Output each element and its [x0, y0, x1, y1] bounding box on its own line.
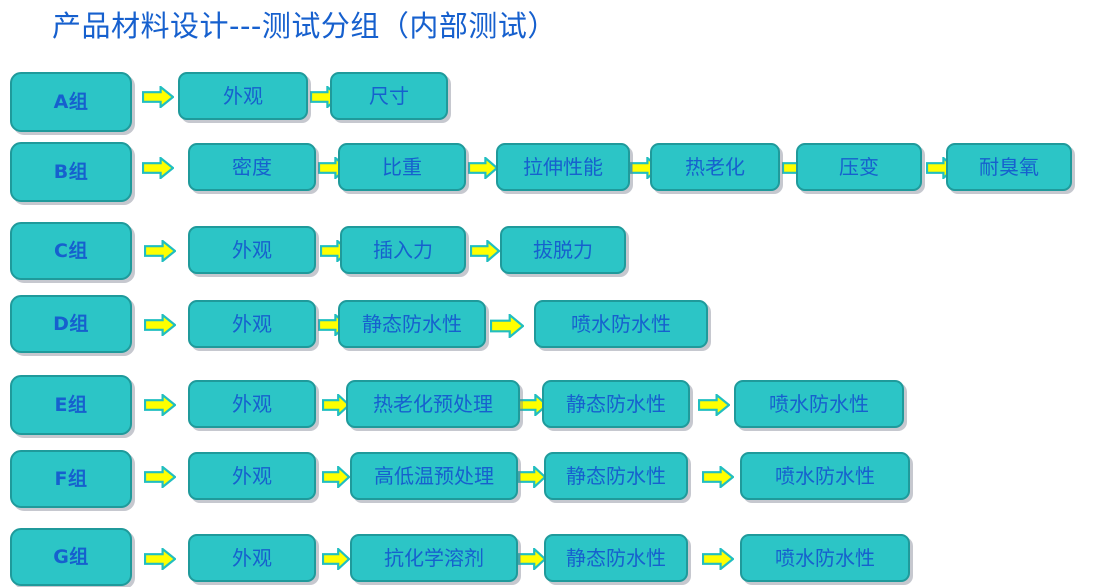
step-box[interactable]: 喷水防水性 — [740, 534, 910, 582]
step-box[interactable]: 高低温预处理 — [350, 452, 518, 500]
step-box[interactable]: 外观 — [188, 380, 316, 428]
step-box[interactable]: 喷水防水性 — [534, 300, 708, 348]
group-box[interactable]: F组 — [10, 450, 132, 508]
step-label: 拔脱力 — [533, 238, 593, 262]
step-box[interactable]: 静态防水性 — [544, 534, 688, 582]
step-label: 插入力 — [373, 238, 433, 262]
step-label: 热老化 — [685, 155, 745, 179]
group-box[interactable]: B组 — [10, 142, 132, 202]
right-block-arrow-icon — [702, 548, 734, 570]
right-block-arrow-icon — [142, 157, 174, 179]
right-block-arrow-icon — [518, 394, 548, 416]
group-label: D组 — [53, 312, 89, 335]
step-box[interactable]: 尺寸 — [330, 72, 448, 120]
step-box[interactable]: 插入力 — [340, 226, 466, 274]
step-label: 压变 — [839, 155, 879, 179]
group-label: C组 — [54, 239, 88, 262]
step-label: 抗化学溶剂 — [384, 546, 484, 570]
step-label: 外观 — [232, 312, 272, 336]
right-block-arrow-icon — [322, 548, 350, 570]
step-label: 热老化预处理 — [373, 392, 493, 416]
step-box[interactable]: 静态防水性 — [544, 452, 688, 500]
right-block-arrow-icon — [698, 394, 730, 416]
step-label: 喷水防水性 — [769, 392, 869, 416]
step-box[interactable]: 密度 — [188, 143, 316, 191]
group-box[interactable]: E组 — [10, 375, 132, 435]
right-block-arrow-icon — [702, 466, 734, 488]
step-label: 喷水防水性 — [775, 464, 875, 488]
step-label: 外观 — [223, 84, 263, 108]
step-label: 比重 — [382, 155, 422, 179]
right-block-arrow-icon — [144, 240, 176, 262]
right-block-arrow-icon — [144, 394, 176, 416]
step-box[interactable]: 外观 — [188, 300, 316, 348]
step-label: 喷水防水性 — [775, 546, 875, 570]
step-box[interactable]: 静态防水性 — [338, 300, 486, 348]
step-label: 静态防水性 — [566, 546, 666, 570]
right-block-arrow-icon — [144, 466, 176, 488]
step-box[interactable]: 热老化预处理 — [346, 380, 520, 428]
right-block-arrow-icon — [468, 157, 498, 179]
step-box[interactable]: 抗化学溶剂 — [350, 534, 518, 582]
group-label: F组 — [54, 467, 88, 490]
step-box[interactable]: 热老化 — [650, 143, 780, 191]
group-label: G组 — [53, 545, 89, 568]
group-box[interactable]: D组 — [10, 295, 132, 353]
step-label: 拉伸性能 — [523, 155, 603, 179]
group-label: A组 — [53, 90, 89, 113]
step-label: 静态防水性 — [566, 392, 666, 416]
right-block-arrow-icon — [470, 240, 500, 262]
step-box[interactable]: 喷水防水性 — [740, 452, 910, 500]
right-block-arrow-icon — [490, 314, 524, 338]
step-box[interactable]: 拔脱力 — [500, 226, 626, 274]
right-block-arrow-icon — [142, 86, 174, 108]
right-block-arrow-icon — [322, 394, 350, 416]
step-label: 外观 — [232, 546, 272, 570]
group-box[interactable]: C组 — [10, 222, 132, 280]
step-box[interactable]: 压变 — [796, 143, 922, 191]
right-block-arrow-icon — [322, 466, 350, 488]
right-block-arrow-icon — [144, 548, 176, 570]
group-box[interactable]: A组 — [10, 72, 132, 132]
step-box[interactable]: 喷水防水性 — [734, 380, 904, 428]
step-box[interactable]: 静态防水性 — [542, 380, 690, 428]
step-box[interactable]: 比重 — [338, 143, 466, 191]
step-label: 喷水防水性 — [571, 312, 671, 336]
step-label: 外观 — [232, 392, 272, 416]
step-label: 尺寸 — [369, 84, 409, 108]
step-box[interactable]: 耐臭氧 — [946, 143, 1072, 191]
right-block-arrow-icon — [144, 314, 176, 336]
page-title: 产品材料设计---测试分组（内部测试） — [52, 9, 557, 43]
step-box[interactable]: 拉伸性能 — [496, 143, 630, 191]
group-box[interactable]: G组 — [10, 528, 132, 586]
step-box[interactable]: 外观 — [178, 72, 308, 120]
step-label: 外观 — [232, 238, 272, 262]
group-label: B组 — [53, 160, 89, 183]
step-label: 静态防水性 — [566, 464, 666, 488]
step-label: 密度 — [232, 155, 272, 179]
step-label: 外观 — [232, 464, 272, 488]
right-block-arrow-icon — [518, 548, 546, 570]
right-block-arrow-icon — [518, 466, 546, 488]
step-box[interactable]: 外观 — [188, 534, 316, 582]
step-label: 静态防水性 — [362, 312, 462, 336]
group-label: E组 — [54, 393, 88, 416]
step-label: 耐臭氧 — [979, 155, 1039, 179]
step-box[interactable]: 外观 — [188, 226, 316, 274]
step-box[interactable]: 外观 — [188, 452, 316, 500]
step-label: 高低温预处理 — [374, 464, 494, 488]
